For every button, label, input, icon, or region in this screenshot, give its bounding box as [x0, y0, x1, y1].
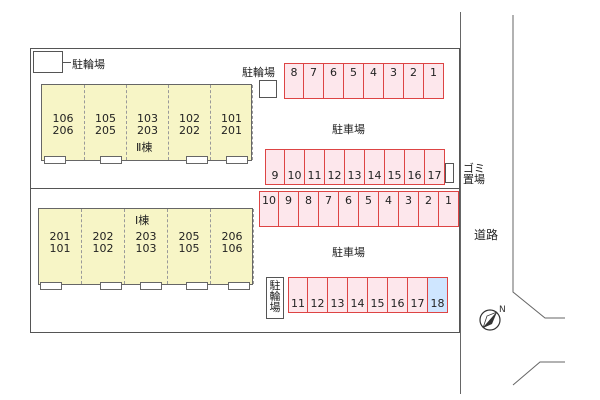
unit-number: 106 — [221, 242, 243, 255]
road-label: 道路 — [474, 228, 499, 242]
parking-stall: 15 — [385, 149, 405, 185]
parking-stall: 9 — [279, 191, 299, 227]
parking-stall: 1 — [439, 191, 459, 227]
parking-stall: 7 — [319, 191, 339, 227]
unit-number: 202 — [92, 230, 114, 243]
garbage-box — [445, 163, 454, 183]
parking-stall-highlighted: 18 — [428, 277, 448, 313]
parking-stall: 11 — [305, 149, 325, 185]
parking-stall: 1 — [424, 63, 444, 99]
bike-parking-label-1: 駐輪場 — [72, 58, 105, 71]
parking-stall: 16 — [388, 277, 408, 313]
parking-stall: 7 — [304, 63, 324, 99]
parking-stall: 2 — [404, 63, 424, 99]
unit-number: 103 — [137, 112, 158, 125]
parking-stall: 15 — [368, 277, 388, 313]
parking-stall: 8 — [284, 63, 304, 99]
unit-number: 203 — [137, 124, 158, 137]
entry-tab — [226, 156, 248, 164]
bike-parking-box-3 — [266, 277, 284, 319]
parking-stall: 4 — [364, 63, 384, 99]
parking-stall: 12 — [308, 277, 328, 313]
parking-stall: 6 — [339, 191, 359, 227]
entry-tab — [186, 156, 208, 164]
parking-stall: 3 — [384, 63, 404, 99]
parking-row-1: 8 7 6 5 4 3 2 1 — [284, 63, 444, 99]
parking-stall: 17 — [425, 149, 445, 185]
unit-number: 103 — [135, 242, 157, 255]
parking-stall: 10 — [259, 191, 279, 227]
unit-number: 206 — [221, 230, 243, 243]
parking-stall: 6 — [324, 63, 344, 99]
unit-number: 205 — [95, 124, 116, 137]
entry-tab — [186, 282, 208, 290]
parking-stall: 16 — [405, 149, 425, 185]
bike-parking-box-2 — [259, 80, 277, 98]
parking-stall: 9 — [265, 149, 285, 185]
compass-north-letter: N — [499, 305, 506, 315]
entry-tab — [100, 282, 122, 290]
entry-tab — [44, 156, 66, 164]
parking-stall: 14 — [348, 277, 368, 313]
unit-number: 106 — [52, 112, 74, 125]
unit-number: 101 — [221, 112, 242, 125]
entry-tab — [40, 282, 62, 290]
unit-number: 201 — [221, 124, 242, 137]
entry-tab — [100, 156, 122, 164]
parking-stall: 5 — [359, 191, 379, 227]
parking-stall: 14 — [365, 149, 385, 185]
unit-number: 105 — [178, 242, 200, 255]
parking-stall: 13 — [345, 149, 365, 185]
parking-stall: 10 — [285, 149, 305, 185]
bike-parking-label-3: 駐輪場 — [269, 279, 281, 314]
bike-parking-box — [33, 51, 63, 73]
parking-stall: 2 — [419, 191, 439, 227]
parking-stall: 17 — [408, 277, 428, 313]
unit-number: 201 — [49, 230, 71, 243]
parking-label-1: 駐車場 — [332, 123, 365, 136]
unit-number: 205 — [178, 230, 200, 243]
unit-number: 102 — [92, 242, 114, 255]
road-edge-east — [512, 15, 565, 386]
leader-line — [63, 62, 71, 63]
unit-number: 202 — [179, 124, 200, 137]
parking-row-3: 10 9 8 7 6 5 4 3 2 1 — [259, 191, 459, 227]
parking-stall: 13 — [328, 277, 348, 313]
entry-tab — [228, 282, 250, 290]
parking-stall: 11 — [288, 277, 308, 313]
unit-number: 203 — [135, 230, 157, 243]
parking-stall: 12 — [325, 149, 345, 185]
parking-stall: 3 — [399, 191, 419, 227]
building-1-label: Ⅰ棟 — [135, 214, 150, 227]
parking-row-2: 9 10 11 12 13 14 15 16 17 — [265, 149, 445, 185]
parking-stall: 4 — [379, 191, 399, 227]
unit-number: 102 — [179, 112, 200, 125]
building-2-label: Ⅱ棟 — [136, 141, 153, 154]
unit-number: 105 — [95, 112, 116, 125]
compass-icon: N — [479, 305, 506, 331]
parking-stall: 5 — [344, 63, 364, 99]
unit-number: 101 — [49, 242, 71, 255]
parking-label-2: 駐車場 — [332, 246, 365, 259]
unit-number: 206 — [52, 124, 74, 137]
parking-row-4: 11 12 13 14 15 16 17 18 — [288, 277, 448, 313]
road-edge-west — [460, 12, 461, 394]
bike-parking-label-2: 駐輪場 — [242, 66, 275, 79]
garbage-label: ゴミ置場 — [463, 162, 485, 186]
entry-tab — [140, 282, 162, 290]
parking-stall: 8 — [299, 191, 319, 227]
